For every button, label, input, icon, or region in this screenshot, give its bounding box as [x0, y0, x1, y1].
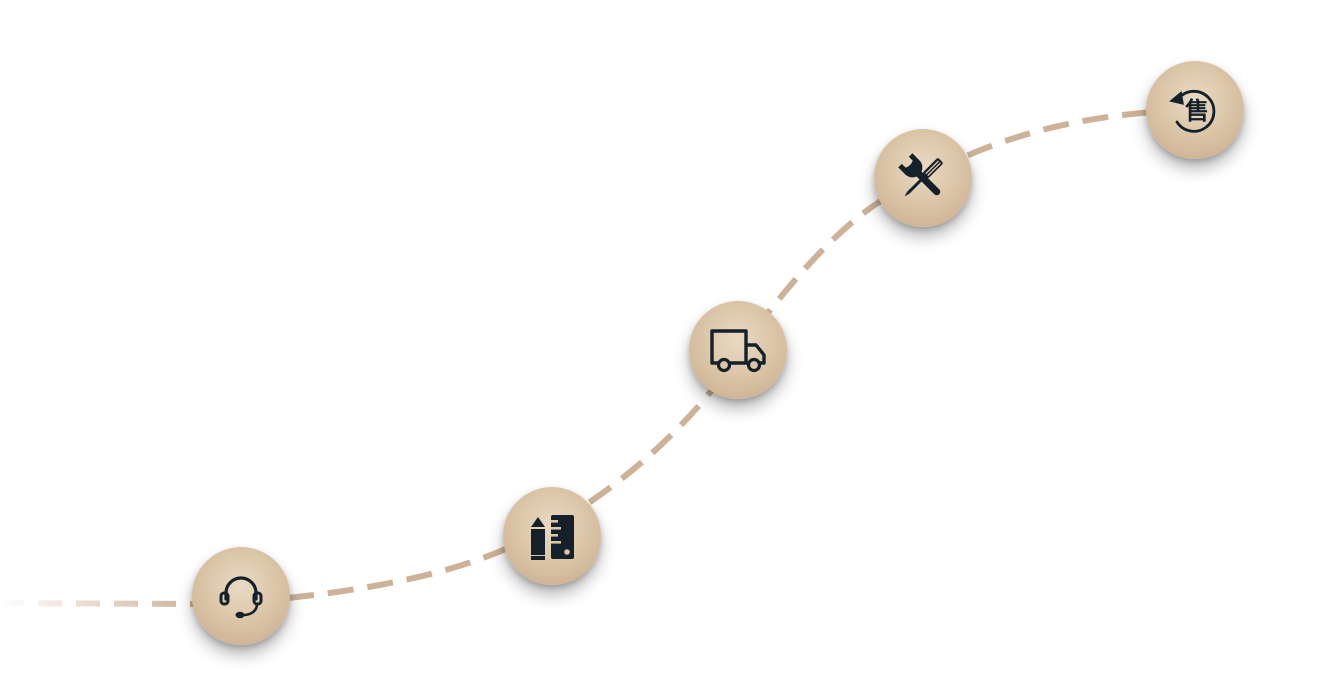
step-node-design[interactable] [503, 487, 601, 585]
headset-icon [212, 567, 270, 625]
design-tools-icon [523, 507, 581, 565]
delivery-truck-icon [706, 321, 770, 379]
step-node-installation[interactable] [874, 129, 972, 227]
after-sales-glyph: 售 [1185, 97, 1209, 125]
step-node-after-sales[interactable]: 售 [1146, 61, 1244, 159]
installation-tools-icon [894, 149, 952, 207]
step-node-delivery[interactable] [689, 301, 787, 399]
step-node-consultation[interactable] [192, 547, 290, 645]
path-tail-left [0, 600, 197, 607]
after-sales-icon: 售 [1163, 78, 1227, 142]
